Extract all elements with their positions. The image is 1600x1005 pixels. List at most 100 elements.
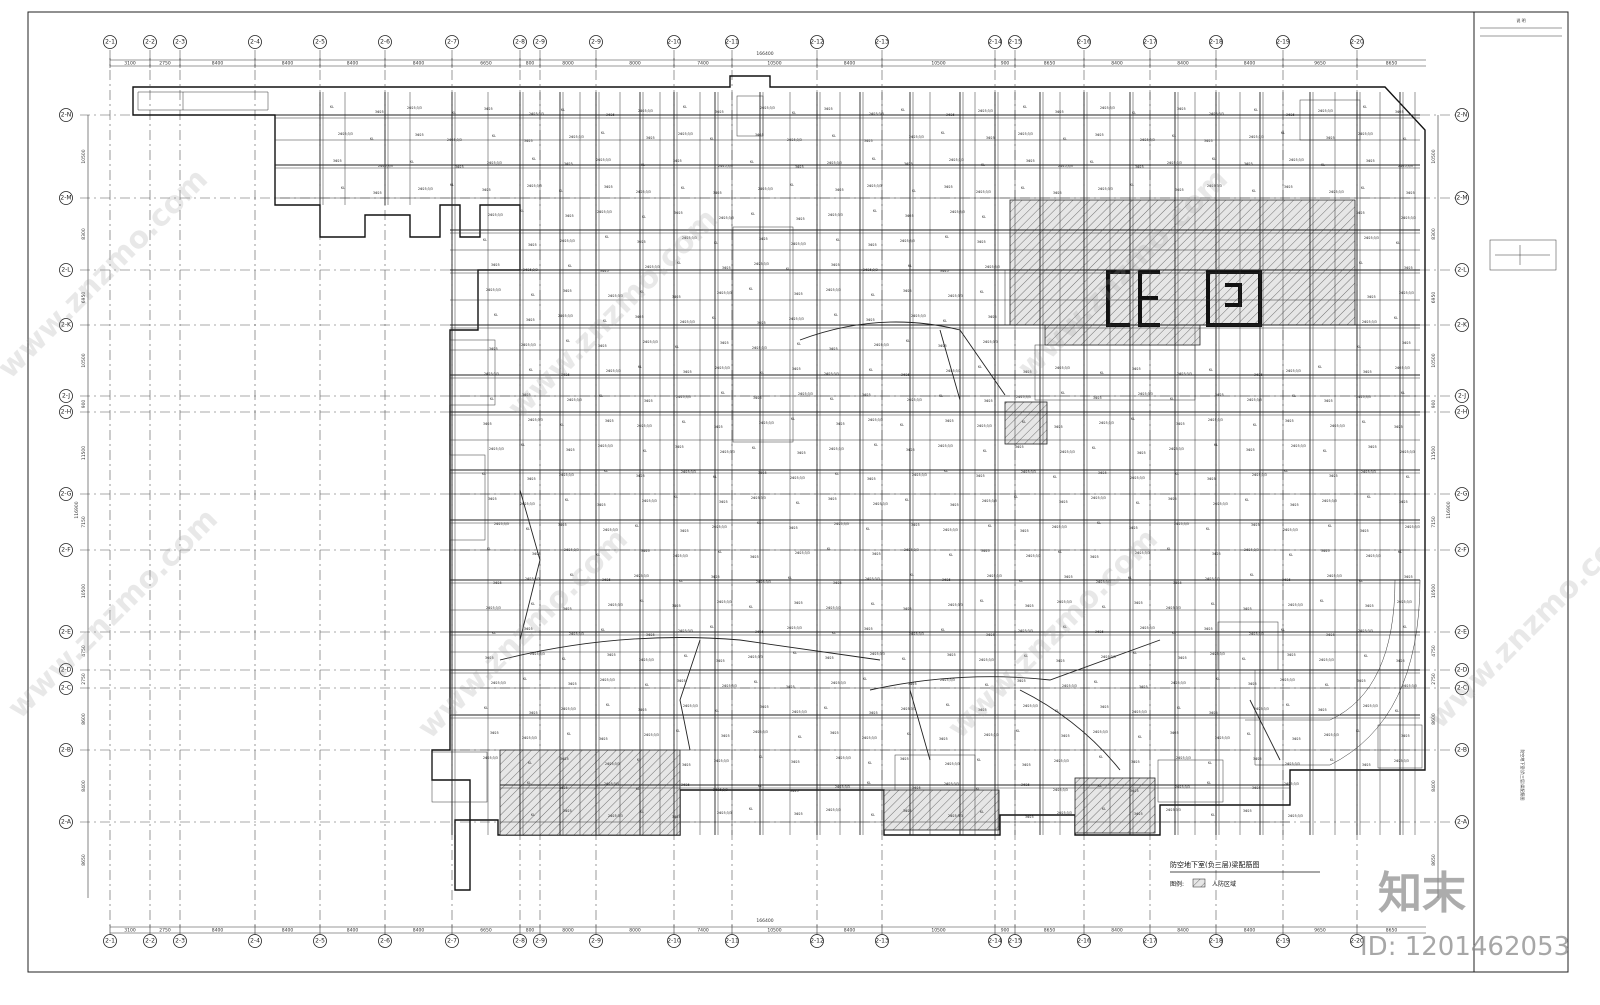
axis-bubble [589, 35, 603, 49]
beam-annotation: 2Φ25;3/3 [683, 704, 698, 708]
beam-annotation: KL [1090, 160, 1094, 164]
beam-annotation: 2Φ25;3/3 [1366, 554, 1381, 558]
beam-annotation: KL [710, 137, 714, 141]
axis-bubble [378, 35, 392, 49]
beam-annotation: KL [941, 628, 945, 632]
axis-bubble [59, 663, 73, 677]
beam-annotation: 3Φ25 [673, 159, 682, 163]
beam-annotation: KL [1131, 417, 1135, 421]
beam-annotation: 2Φ25;3/3 [636, 190, 651, 194]
beam-annotation: 2Φ25;3/3 [525, 577, 540, 581]
beam-annotation: KL [1328, 524, 1332, 528]
beam-annotation: 3Φ25 [1095, 133, 1104, 137]
beam-annotation: 3Φ25 [604, 185, 613, 189]
dimension-label: 8650 [1044, 928, 1056, 934]
axis-label: 2-M [60, 195, 71, 202]
beam-annotation: 2Φ25;3/3 [1283, 528, 1298, 532]
beam-annotation: 3Φ25 [1243, 607, 1252, 611]
beam-annotation: 2Φ25;3/3 [1402, 684, 1417, 688]
beam-annotation: KL [1323, 449, 1327, 453]
axis-label: 2-L [1457, 267, 1467, 274]
beam-annotation: 3Φ25 [825, 656, 834, 660]
beam-annotation: 3Φ25 [831, 263, 840, 267]
beam-annotation: KL [531, 602, 535, 606]
beam-annotation: KL [1167, 547, 1171, 551]
beam-annotation: 2Φ25;3/3 [1166, 808, 1181, 812]
beam-annotation: KL [1395, 709, 1399, 713]
beam-annotation: 2Φ25;3/3 [760, 106, 775, 110]
beam-annotation: 2Φ25;3/3 [1319, 658, 1334, 662]
beam-annotation: KL [1133, 651, 1137, 655]
beam-annotation: KL [945, 235, 949, 239]
beam-annotation: KL [641, 163, 645, 167]
beam-annotation: 3Φ25 [599, 737, 608, 741]
beam-annotation: KL [529, 368, 533, 372]
beam-annotation: KL [985, 683, 989, 687]
beam-annotation: KL [836, 238, 840, 242]
beam-annotations: KL3Φ252Φ25;3/3KL3Φ252Φ25;3/3KL3Φ252Φ25;3… [330, 105, 1420, 819]
beam-annotation: 3Φ25 [796, 217, 805, 221]
axis-bubble [1077, 35, 1091, 49]
beam-annotation: 2Φ25;3/3 [940, 678, 955, 682]
beam-annotation: 3Φ25 [558, 523, 567, 527]
beam-annotation: 2Φ25;3/3 [938, 444, 953, 448]
beam-annotation: KL [908, 264, 912, 268]
beam-annotation: KL [941, 131, 945, 135]
dimension-label: 8400 [1244, 61, 1256, 67]
dimension-label: 8400 [347, 61, 359, 67]
beam-annotation: 2Φ25;3/3 [645, 265, 660, 269]
beam-annotation: 2Φ25;3/3 [827, 161, 842, 165]
beam-annotation: KL [1177, 706, 1181, 710]
beam-annotation: 3Φ25 [797, 451, 806, 455]
beam-annotation: 2Φ25;3/3 [637, 424, 652, 428]
grid-layer [80, 50, 1455, 930]
beam-annotation: 2Φ25;3/3 [676, 395, 691, 399]
axis-label: 2-19 [1276, 39, 1290, 46]
beam-annotation: KL [1206, 527, 1210, 531]
beam-annotation: 3Φ25 [683, 370, 692, 374]
beam-annotation: 3Φ25 [1053, 191, 1062, 195]
beam-annotation: 2Φ25;3/3 [1018, 629, 1033, 633]
beam-annotation: 3Φ25 [719, 500, 728, 504]
beam-annotation: 2Φ25;3/3 [1021, 470, 1036, 474]
beam-annotation: KL [943, 319, 947, 323]
beam-annotation: 2Φ25;3/3 [418, 187, 433, 191]
beam-annotation: 3Φ25 [607, 653, 616, 657]
beam-annotation: KL [1214, 443, 1218, 447]
beam-annotation: KL [1170, 397, 1174, 401]
beam-annotation: 3Φ25 [906, 448, 915, 452]
dimension-label: 8600 [81, 713, 87, 725]
axis-label: 2-11 [725, 39, 739, 46]
beam-annotation: 3Φ25 [602, 578, 611, 582]
beam-annotation: 3Φ25 [1285, 419, 1294, 423]
beam-annotation: 2Φ25;3/3 [1213, 502, 1228, 506]
beam-annotation: 3Φ25 [597, 503, 606, 507]
beam-annotation: 3Φ25 [1204, 627, 1213, 631]
beam-annotation: KL [1053, 475, 1057, 479]
axis-label: 2-9 [591, 39, 601, 46]
beam-annotation: KL [832, 631, 836, 635]
beam-annotation: 3Φ25 [491, 263, 500, 267]
dimension-label: 900 [81, 400, 87, 409]
beam-annotation: 3Φ25 [1026, 159, 1035, 163]
beam-annotation: 3Φ25 [1395, 110, 1404, 114]
beam-annotation: KL [1286, 703, 1290, 707]
axis-label: 2-A [1457, 819, 1468, 826]
beam-annotation: 2Φ25;3/3 [606, 369, 621, 373]
beam-annotation: 3Φ25 [493, 581, 502, 585]
beam-annotation: KL [981, 163, 985, 167]
beam-annotation: 3Φ25 [605, 419, 614, 423]
beam-annotation: 3Φ25 [988, 315, 997, 319]
dimension-label: 2750 [1431, 673, 1437, 685]
beam-annotation: KL [1207, 781, 1211, 785]
beam-annotation: KL [944, 469, 948, 473]
dimension-label: 10500 [1431, 584, 1437, 598]
beam-annotation: 2Φ25;3/3 [1405, 525, 1420, 529]
beam-annotation: 3Φ25 [872, 552, 881, 556]
beam-annotation: 3Φ25 [1178, 656, 1187, 660]
beam-annotation: 2Φ25;3/3 [1140, 626, 1155, 630]
beam-annotation: KL [906, 339, 910, 343]
beam-annotation: KL [526, 527, 530, 531]
beam-annotation: 3Φ25 [526, 318, 535, 322]
beam-annotation: KL [988, 524, 992, 528]
